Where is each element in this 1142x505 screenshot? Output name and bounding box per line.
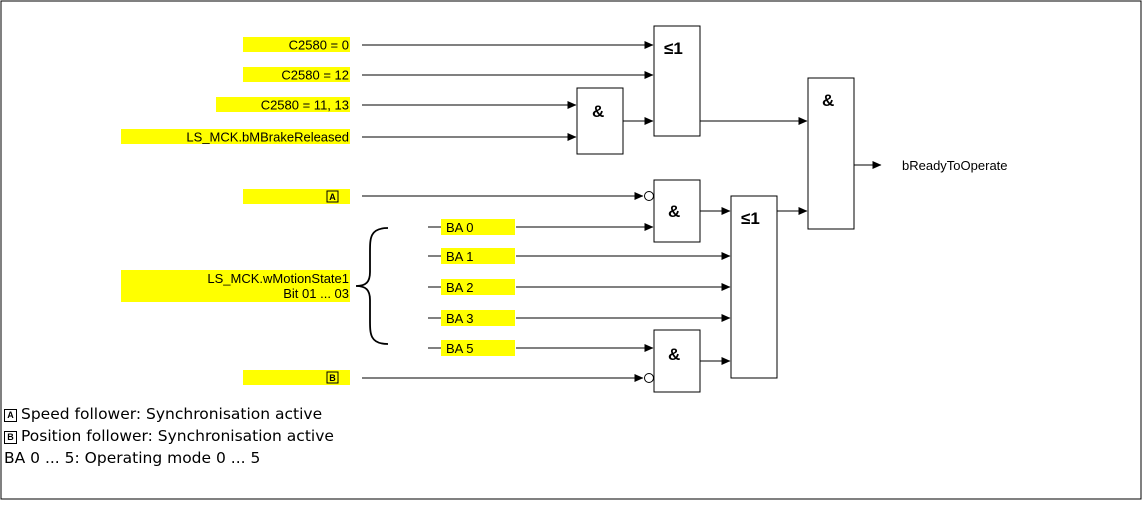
and-gate-final xyxy=(807,77,855,230)
legend-item-b: B Position follower: Synchronisation acti… xyxy=(4,427,334,445)
and-gate-b xyxy=(653,329,701,393)
and-gate-1-symbol: & xyxy=(592,102,604,121)
label-bg-motion-state xyxy=(121,270,350,302)
marker-a: A xyxy=(329,192,336,202)
input-brake-released: LS_MCK.bMBrakeReleased xyxy=(186,130,349,145)
label-bg-c2580-12 xyxy=(243,67,350,82)
ba3-bg xyxy=(441,310,515,326)
mode-ba0: BA 0 xyxy=(446,220,473,235)
legend-item-a: A Speed follower: Synchronisation active xyxy=(4,405,322,423)
legend-item-ba: BA 0 ... 5: Operating mode 0 ... 5 xyxy=(4,449,260,467)
and-gate-a xyxy=(653,179,701,243)
legend-text-b: Position follower: Synchronisation activ… xyxy=(21,427,334,445)
output-label: bReadyToOperate xyxy=(902,158,1008,173)
or-gate-2-symbol: ≤1 xyxy=(741,209,760,228)
or-gate-1-symbol: ≤1 xyxy=(664,39,683,58)
ba2-bg xyxy=(441,279,515,295)
and-gate-final-symbol: & xyxy=(822,91,834,110)
ba1-bg xyxy=(441,248,515,264)
and-gate-b-symbol: & xyxy=(668,345,680,364)
marker-b-box xyxy=(326,371,339,384)
marker-b: B xyxy=(329,373,336,383)
label-bg-marker-a xyxy=(243,189,350,204)
legend-text-ba: BA 0 ... 5: Operating mode 0 ... 5 xyxy=(4,449,261,467)
input-c2580-11-13: C2580 = 11, 13 xyxy=(261,98,349,113)
or-gate-1 xyxy=(653,25,701,137)
label-bg-c2580-0 xyxy=(243,37,350,52)
input-c2580-12: C2580 = 12 xyxy=(281,68,349,83)
label-bg-c2580-11-13 xyxy=(216,97,350,112)
mode-ba1: BA 1 xyxy=(446,249,473,264)
mode-ba2: BA 2 xyxy=(446,280,473,295)
or-gate-2 xyxy=(730,195,778,379)
mode-ba5: BA 5 xyxy=(446,341,473,356)
input-motion-state-line2: Bit 01 ... 03 xyxy=(283,286,349,301)
marker-a-box xyxy=(326,190,339,203)
legend-key-a: A xyxy=(4,409,17,422)
label-bg-brake-released xyxy=(121,129,350,144)
input-c2580-0: C2580 = 0 xyxy=(289,38,349,53)
wires xyxy=(362,41,882,382)
mode-ba3: BA 3 xyxy=(446,311,473,326)
legend-key-b: B xyxy=(4,431,17,444)
grouping-brace xyxy=(355,227,389,345)
input-motion-state-line1: LS_MCK.wMotionState1 xyxy=(207,271,349,286)
invert-circle-a xyxy=(644,191,654,201)
label-bg-marker-b xyxy=(243,370,350,385)
ba5-bg xyxy=(441,340,515,356)
and-gate-1 xyxy=(576,87,624,155)
ba0-bg xyxy=(441,219,515,235)
legend-text-a: Speed follower: Synchronisation active xyxy=(21,405,323,423)
invert-circle-b xyxy=(644,373,654,383)
and-gate-a-symbol: & xyxy=(668,202,680,221)
